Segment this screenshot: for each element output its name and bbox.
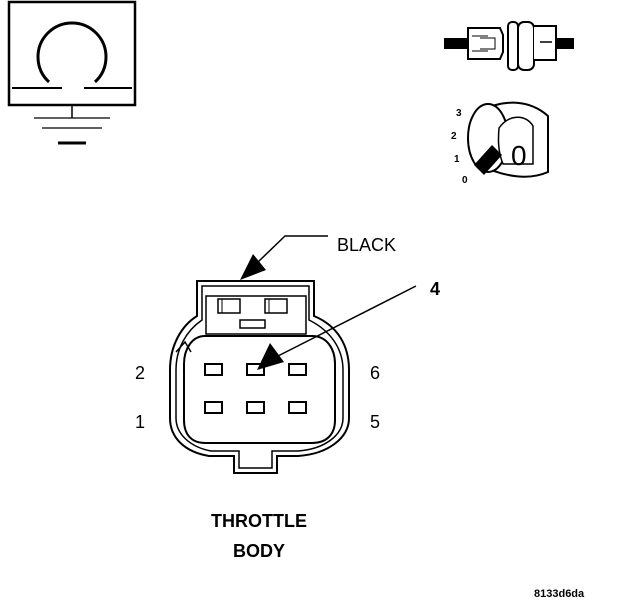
cavity-pin-6-row-top <box>288 363 307 376</box>
connector-title-line1: THROTTLE <box>211 511 307 531</box>
ground-symbol-icon <box>7 0 137 145</box>
cavity-pin-5 <box>288 401 307 414</box>
callout-pin-number: 4 <box>430 279 440 299</box>
key-position-2: 2 <box>451 131 457 142</box>
cavity-pin-4 <box>246 363 265 376</box>
ignition-key-switch-icon <box>467 101 549 178</box>
key-position-0: 0 <box>462 175 468 186</box>
cavity-pin-2-row-bottom <box>246 401 265 414</box>
mated-connector-icon <box>444 21 574 71</box>
pin-callout-arrow <box>257 285 417 370</box>
key-glyph: 0 <box>511 140 527 171</box>
key-position-3: 3 <box>456 108 462 119</box>
figure-code: 8133d6da <box>534 588 585 600</box>
color-callout-leader <box>240 235 328 280</box>
pin-label-2: 2 <box>135 363 145 383</box>
pin-label-6: 6 <box>370 363 380 383</box>
pin-label-1: 1 <box>135 412 145 432</box>
cavity-pin-1 <box>204 401 223 414</box>
key-position-1: 1 <box>454 154 460 165</box>
connector-color-label: BLACK <box>337 235 396 255</box>
connector-title-line2: BODY <box>233 541 285 561</box>
pin-label-5: 5 <box>370 412 380 432</box>
throttle-body-connector <box>169 280 350 474</box>
cavity-pin-3 <box>204 363 223 376</box>
